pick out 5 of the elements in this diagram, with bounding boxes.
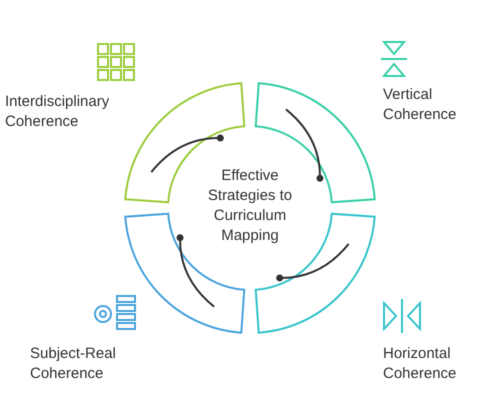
segment-label: Vertical Coherence: [383, 85, 493, 125]
segment-label: Horizontal Coherence: [383, 344, 493, 384]
segment-label: Subject-Real Coherence: [30, 344, 145, 384]
center-title: Effective Strategies to Curriculum Mapping: [195, 166, 305, 246]
segment-label: Interdisciplinary Coherence: [5, 92, 145, 132]
